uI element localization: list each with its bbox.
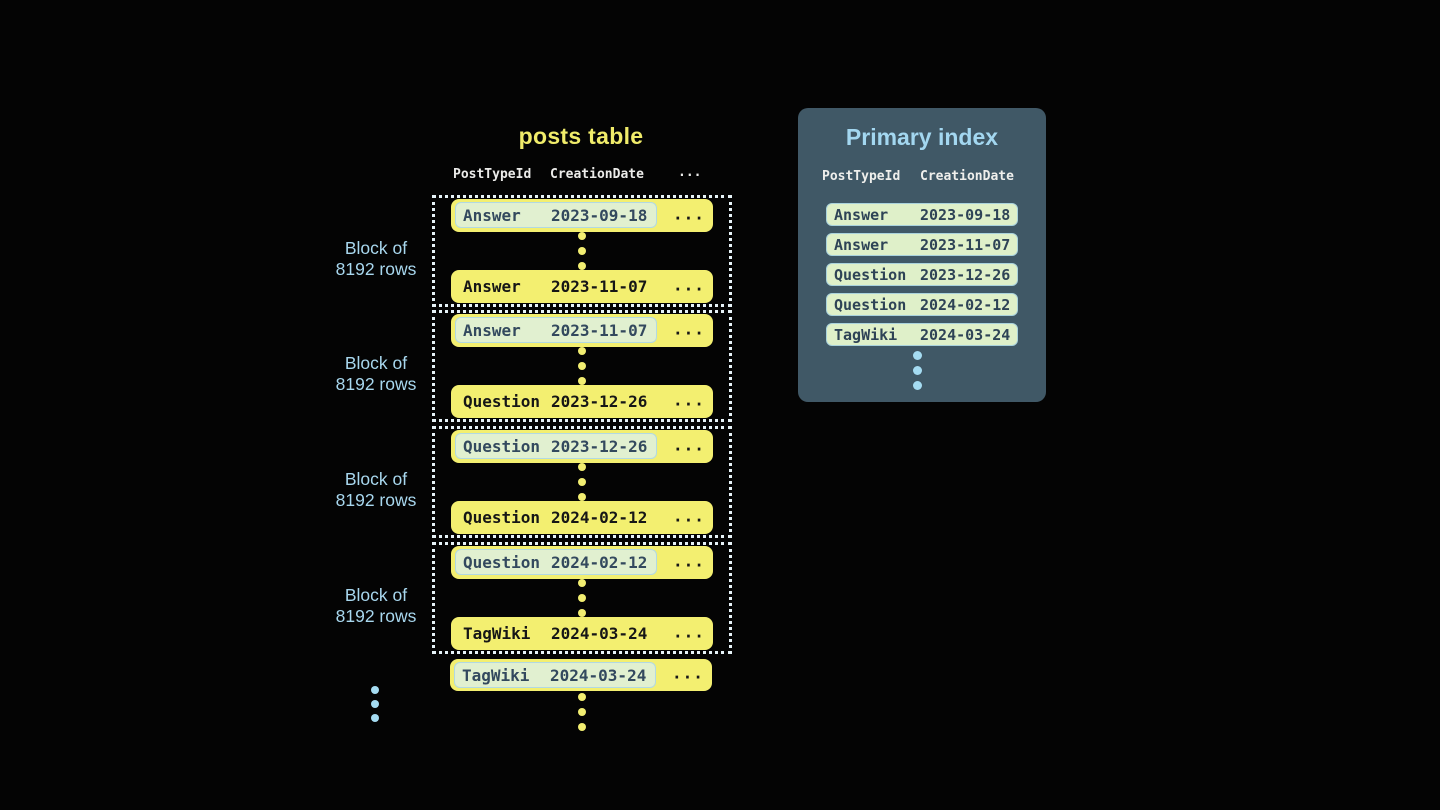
posts-block-3: Question 2023-12-26 ... Question 2024-02… xyxy=(432,426,732,538)
row-ellipsis: ... xyxy=(673,204,705,224)
posttypeid-cell: TagWiki xyxy=(463,624,531,643)
block-label-line2: 8192 rows xyxy=(335,374,417,394)
posttypeid-cell: Question xyxy=(834,265,907,284)
posts-block-1: Answer 2023-09-18 ... Answer 2023-11-07 … xyxy=(432,195,732,307)
posttypeid-cell: Question xyxy=(834,295,907,314)
posttypeid-cell: Answer xyxy=(463,320,521,340)
ellipsis-dots-blue xyxy=(913,351,922,390)
creationdate-cell: 2024-02-12 xyxy=(551,552,648,572)
block-label-3: Block of 8192 rows xyxy=(314,469,438,511)
posts-table-title: posts table xyxy=(518,123,644,149)
posttypeid-cell: Question xyxy=(463,552,541,572)
row-ellipsis: ... xyxy=(672,663,704,683)
posttypeid-cell: Question xyxy=(463,392,541,411)
posttypeid-cell: TagWiki xyxy=(462,665,530,685)
creationdate-cell: 2024-03-24 xyxy=(550,665,647,685)
creationdate-cell: 2023-09-18 xyxy=(920,205,1011,224)
index-row: Answer 2023-09-18 xyxy=(826,203,1018,226)
creationdate-cell: 2024-02-12 xyxy=(920,295,1011,314)
block-label-line1: Block of xyxy=(344,238,408,258)
creationdate-cell: 2023-12-26 xyxy=(551,436,648,456)
table-row: Question 2024-02-12 ... xyxy=(451,501,713,534)
table-row: Answer 2023-11-07 ... xyxy=(451,314,713,347)
row-ellipsis: ... xyxy=(673,622,705,642)
ellipsis-dots-yellow xyxy=(578,347,586,385)
row-ellipsis: ... xyxy=(673,390,705,410)
creationdate-cell: 2023-11-07 xyxy=(551,277,648,296)
posttypeid-cell: Question xyxy=(463,508,541,527)
posts-block-2: Answer 2023-11-07 ... Question 2023-12-2… xyxy=(432,310,732,422)
creationdate-cell: 2023-11-07 xyxy=(551,320,648,340)
table-row: Question 2023-12-26 ... xyxy=(451,385,713,418)
block-label-line1: Block of xyxy=(344,585,408,605)
block-label-line1: Block of xyxy=(344,469,408,489)
row-ellipsis: ... xyxy=(673,275,705,295)
ellipsis-dots-yellow xyxy=(578,693,586,731)
table-row: Question 2024-02-12 ... xyxy=(451,546,713,579)
ellipsis-dots-yellow xyxy=(578,232,586,270)
block-label-2: Block of 8192 rows xyxy=(314,353,438,395)
posttypeid-cell: Answer xyxy=(463,205,521,225)
posttypeid-cell: TagWiki xyxy=(834,325,898,344)
posts-table-header-row: PostTypeId CreationDate ... xyxy=(453,165,743,182)
ellipsis-dots-yellow xyxy=(578,579,586,617)
index-header-creationdate: CreationDate xyxy=(920,169,1014,184)
table-row: Answer 2023-09-18 ... xyxy=(451,199,713,232)
block-label-line1: Block of xyxy=(344,353,408,373)
row-ellipsis: ... xyxy=(673,435,705,455)
index-row: TagWiki 2024-03-24 xyxy=(826,323,1018,346)
creationdate-cell: 2023-12-26 xyxy=(920,265,1011,284)
posttypeid-cell: Answer xyxy=(834,205,889,224)
row-ellipsis: ... xyxy=(673,506,705,526)
index-entry-highlight: TagWiki 2024-03-24 xyxy=(454,662,656,688)
index-row: Question 2024-02-12 xyxy=(826,293,1018,316)
table-row: TagWiki 2024-03-24 ... xyxy=(450,659,712,691)
posts-header-creationdate: CreationDate xyxy=(550,167,644,182)
block-label-line2: 8192 rows xyxy=(335,606,417,626)
creationdate-cell: 2024-02-12 xyxy=(551,508,648,527)
primary-index-header-row: PostTypeId CreationDate xyxy=(822,169,1014,184)
row-ellipsis: ... xyxy=(673,551,705,571)
creationdate-cell: 2023-12-26 xyxy=(551,392,648,411)
table-row: Answer 2023-11-07 ... xyxy=(451,270,713,303)
creationdate-cell: 2024-03-24 xyxy=(920,325,1011,344)
index-row: Question 2023-12-26 xyxy=(826,263,1018,286)
index-header-posttypeid: PostTypeId xyxy=(822,169,901,184)
row-ellipsis: ... xyxy=(673,319,705,339)
index-entry-highlight: Question 2024-02-12 xyxy=(455,549,657,575)
block-label-1: Block of 8192 rows xyxy=(314,238,438,280)
table-row: Question 2023-12-26 ... xyxy=(451,430,713,463)
block-label-4: Block of 8192 rows xyxy=(314,585,438,627)
index-entry-highlight: Answer 2023-11-07 xyxy=(455,317,657,343)
index-row: Answer 2023-11-07 xyxy=(826,233,1018,256)
posttypeid-cell: Answer xyxy=(463,277,521,296)
posts-header-posttypeid: PostTypeId xyxy=(453,167,532,182)
block-label-line2: 8192 rows xyxy=(335,490,417,510)
posttypeid-cell: Answer xyxy=(834,235,889,254)
creationdate-cell: 2024-03-24 xyxy=(551,624,648,643)
posttypeid-cell: Question xyxy=(463,436,541,456)
block-label-line2: 8192 rows xyxy=(335,259,417,279)
posts-header-ellipsis: ... xyxy=(678,165,702,180)
ellipsis-dots-blue xyxy=(371,686,379,722)
posts-block-4: Question 2024-02-12 ... TagWiki 2024-03-… xyxy=(432,542,732,654)
primary-index-panel: Primary index PostTypeId CreationDate An… xyxy=(798,108,1046,402)
creationdate-cell: 2023-09-18 xyxy=(551,205,648,225)
index-entry-highlight: Answer 2023-09-18 xyxy=(455,202,657,228)
table-row: TagWiki 2024-03-24 ... xyxy=(451,617,713,650)
creationdate-cell: 2023-11-07 xyxy=(920,235,1011,254)
index-entry-highlight: Question 2023-12-26 xyxy=(455,433,657,459)
primary-index-title: Primary index xyxy=(845,124,999,150)
ellipsis-dots-yellow xyxy=(578,463,586,501)
